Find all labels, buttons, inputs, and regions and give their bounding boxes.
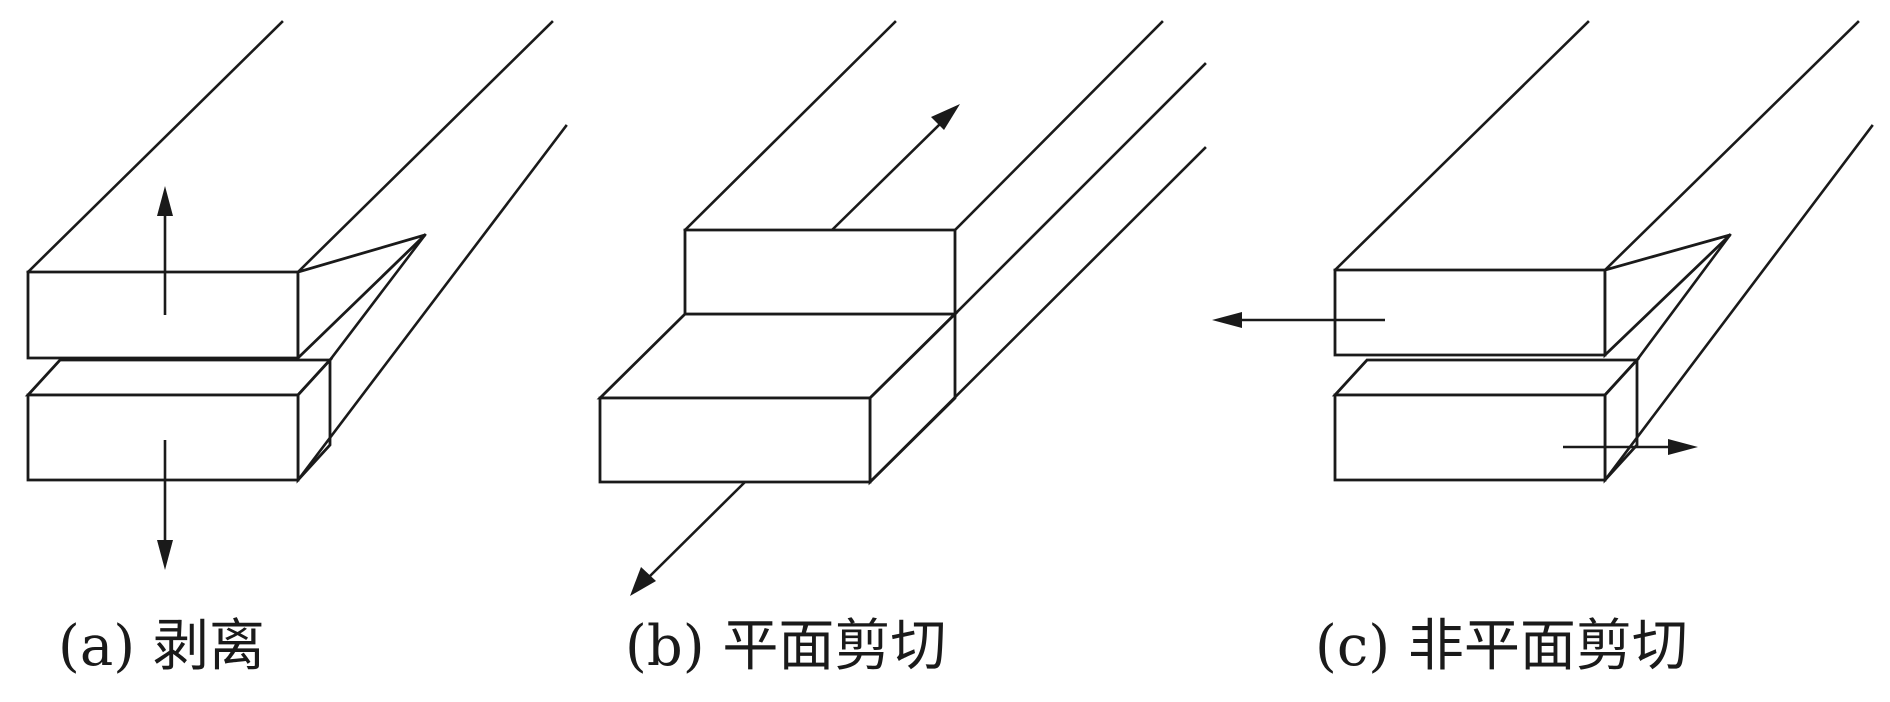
panel-a-peeling: [24, 20, 568, 570]
panel-b-upper-plate: [683, 20, 1164, 316]
panel-a-lower-plate: [24, 124, 568, 484]
panel-c-out-of-plane-shear: [1212, 20, 1874, 484]
panel-b-backward-arrow: [630, 481, 746, 596]
caption-a-peeling: (a) 剥离: [58, 614, 265, 679]
caption-b-in-plane-shear: (b) 平面剪切: [625, 614, 947, 679]
panel-b-lower-plate: [596, 62, 1207, 486]
panel-c-rightward-arrow: [1563, 439, 1698, 455]
panel-c-leftward-arrow: [1212, 312, 1385, 328]
panel-c-lower-plate: [1331, 124, 1874, 484]
caption-c-out-of-plane-shear: (c) 非平面剪切: [1315, 614, 1688, 679]
panel-a-upper-plate: [26, 20, 554, 362]
panel-b-forward-arrow: [831, 104, 960, 231]
panel-c-upper-plate: [1333, 20, 1860, 359]
panel-a-downward-arrow: [157, 440, 173, 570]
panel-a-upward-arrow: [157, 186, 173, 315]
panel-b-in-plane-shear: [596, 20, 1207, 596]
